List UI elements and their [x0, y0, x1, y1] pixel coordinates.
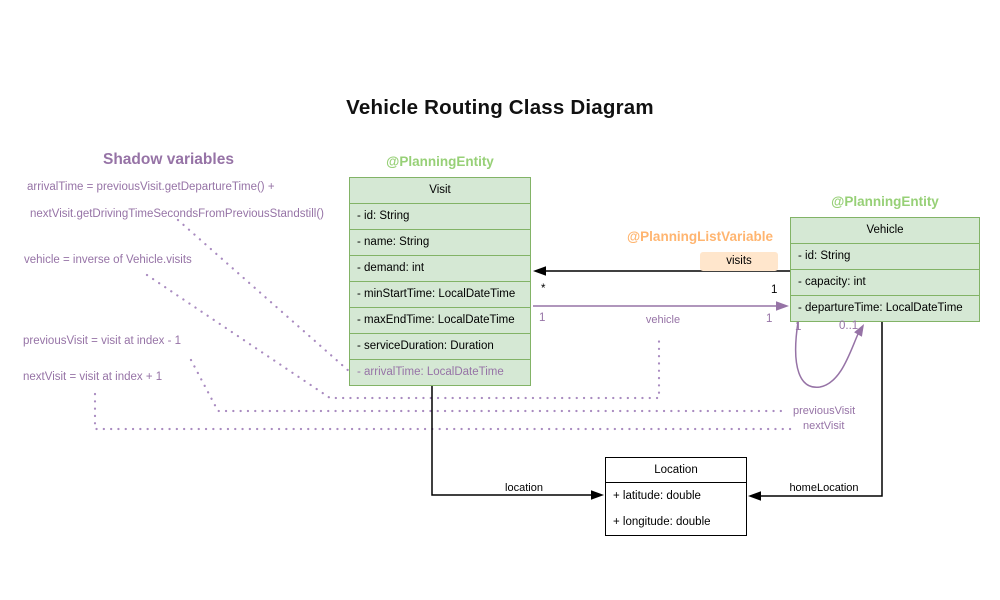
- visits-multiplicity-vehicle-end: 1: [771, 284, 778, 296]
- visits-multiplicity-visit-end: *: [541, 283, 546, 295]
- vehicle-multiplicity-left: 1: [539, 312, 546, 324]
- shadow-variable-arrivaltime: arrivalTime = previousVisit.getDeparture…: [27, 181, 275, 193]
- vehicle-class-name: Vehicle: [791, 218, 979, 244]
- visit-attribute-maxendtime: - maxEndTime: LocalDateTime: [350, 307, 530, 333]
- next-visit-edge-label: nextVisit: [801, 420, 847, 432]
- location-attribute-longitude: + longitude: double: [613, 516, 711, 528]
- vehicle-arrow: [533, 301, 789, 311]
- visit-attribute-name: - name: String: [350, 229, 530, 255]
- planning-list-variable-annotation: @PlanningListVariable: [627, 229, 773, 244]
- visit-attribute-serviceduration: - serviceDuration: Duration: [350, 333, 530, 359]
- vehicle-attribute-id: - id: String: [798, 250, 851, 262]
- vehicle-attribute-departuretime: - departureTime: LocalDateTime: [791, 295, 979, 321]
- location-edge-label: location: [492, 482, 556, 494]
- location-attribute-latitude: + latitude: double: [613, 490, 701, 502]
- shadow-variable-vehicle: vehicle = inverse of Vehicle.visits: [24, 254, 192, 266]
- visit-attribute-minstarttime: - minStartTime: LocalDateTime: [350, 281, 530, 307]
- home-location-edge-label: homeLocation: [781, 482, 867, 494]
- self-loop-multiplicity-right: 0..1: [839, 320, 859, 332]
- vehicle-multiplicity-right: 1: [766, 313, 773, 325]
- previous-visit-edge-label: previousVisit: [791, 405, 858, 417]
- visit-class-box: Visit - id: String - name: String - dema…: [349, 177, 531, 386]
- dotted-line-arrivaltime: [176, 218, 352, 374]
- self-loop-multiplicity-left: 1: [795, 321, 802, 333]
- visit-class-name: Visit: [350, 178, 530, 204]
- dotted-line-nextvisit: [93, 392, 799, 431]
- vehicle-attribute-capacity: - capacity: int: [791, 269, 979, 295]
- location-class-box: Location + latitude: double + longitude:…: [605, 457, 747, 536]
- vehicle-class-box: Vehicle - id: String - capacity: int - d…: [790, 217, 980, 322]
- shadow-variables-title: Shadow variables: [103, 151, 234, 168]
- planning-entity-annotation-vehicle: @PlanningEntity: [831, 194, 939, 209]
- shadow-variable-arrivaltime-cont: nextVisit.getDrivingTimeSecondsFromPrevi…: [30, 208, 324, 220]
- diagram-title: Vehicle Routing Class Diagram: [346, 96, 654, 119]
- location-class-name: Location: [606, 458, 746, 483]
- visit-attribute-arrivaltime: - arrivalTime: LocalDateTime: [350, 359, 530, 385]
- visit-attribute-id: - id: String: [357, 210, 410, 222]
- planning-entity-annotation-visit: @PlanningEntity: [386, 154, 494, 169]
- visits-edge-label: visits: [700, 252, 778, 271]
- visit-attribute-demand: - demand: int: [350, 255, 530, 281]
- shadow-variable-nextvisit: nextVisit = visit at index + 1: [23, 371, 163, 383]
- vehicle-edge-label: vehicle: [631, 314, 695, 326]
- shadow-variable-previousvisit: previousVisit = visit at index - 1: [23, 335, 181, 347]
